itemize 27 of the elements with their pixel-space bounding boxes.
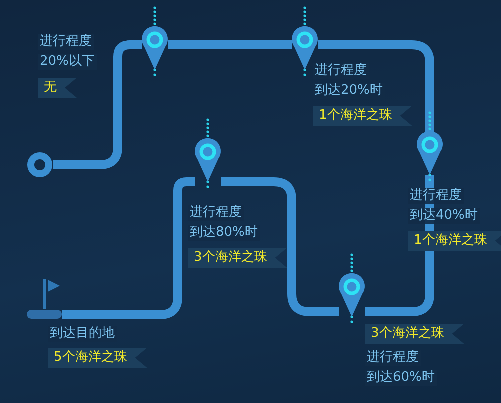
reward-banner: 5个海洋之珠 xyxy=(48,348,148,368)
progress-label: 到达60%时 xyxy=(365,370,437,386)
route-line xyxy=(318,40,434,132)
map-pin-icon xyxy=(195,139,221,182)
progress-label: 到达目的地 xyxy=(48,326,117,342)
finish-flag-icon xyxy=(26,278,62,320)
start-ring-icon xyxy=(27,152,53,178)
progress-label: 进行程度 xyxy=(188,205,244,221)
progress-label: 到达20%时 xyxy=(313,83,385,99)
map-pin-icon xyxy=(142,27,168,70)
reward-banner: 无 xyxy=(38,78,77,98)
progress-label: 到达40%时 xyxy=(408,208,480,224)
route-line xyxy=(221,178,339,316)
progress-label: 进行程度 xyxy=(365,350,421,366)
map-pin-icon xyxy=(417,132,443,175)
reward-banner: 3个海洋之珠 xyxy=(365,324,464,344)
progress-label: 进行程度 xyxy=(408,188,464,204)
map-pin-icon xyxy=(339,274,365,317)
reward-banner: 3个海洋之珠 xyxy=(188,248,288,268)
reward-banner: 1个海洋之珠 xyxy=(313,106,412,126)
progress-label: 进行程度 xyxy=(38,34,94,50)
reward-banner: 1个海洋之珠 xyxy=(408,231,501,251)
progress-label: 进行程度 xyxy=(313,63,369,79)
route-line xyxy=(365,175,434,316)
route-line xyxy=(168,40,292,50)
progress-label: 20%以下 xyxy=(38,54,97,70)
progress-label: 到达80%时 xyxy=(188,225,260,241)
